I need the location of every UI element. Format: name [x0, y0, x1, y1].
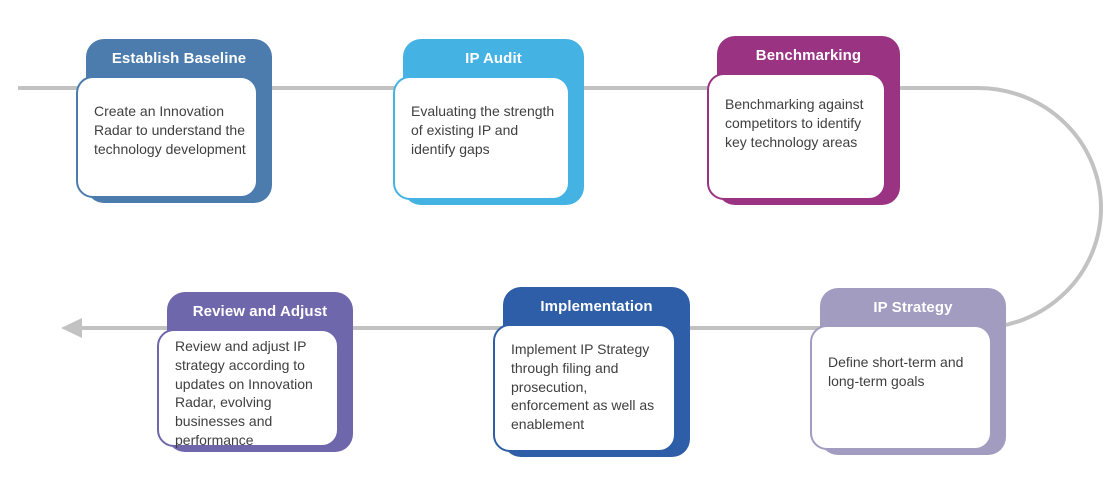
- step-card-ip-audit: IP Audit Evaluating the strength of exis…: [393, 39, 584, 205]
- step-description: Create an Innovation Radar to understand…: [76, 76, 258, 198]
- step-title: Implementation: [540, 297, 653, 315]
- step-card-review-and-adjust: Review and Adjust Review and adjust IP s…: [157, 292, 353, 452]
- step-description: Implement IP Strategy through filing and…: [493, 324, 676, 452]
- step-description: Define short-term and long-term goals: [810, 325, 992, 450]
- step-card-establish-baseline: Establish Baseline Create an Innovation …: [76, 39, 272, 203]
- step-card-benchmarking: Benchmarking Benchmarking against compet…: [707, 36, 900, 205]
- step-title: Establish Baseline: [111, 49, 247, 67]
- flow-connector-line: [18, 86, 1103, 330]
- step-title: IP Strategy: [873, 298, 953, 316]
- flow-arrowhead-icon: [61, 318, 82, 338]
- step-title: IP Audit: [465, 49, 522, 67]
- step-description: Benchmarking against competitors to iden…: [707, 73, 886, 200]
- step-title: Benchmarking: [755, 46, 862, 64]
- step-title: Review and Adjust: [192, 302, 328, 320]
- step-card-implementation: Implementation Implement IP Strategy thr…: [493, 287, 690, 457]
- step-description: Review and adjust IP strategy according …: [157, 329, 339, 448]
- step-card-ip-strategy: IP Strategy Define short-term and long-t…: [810, 288, 1006, 455]
- step-description: Evaluating the strength of existing IP a…: [393, 76, 570, 200]
